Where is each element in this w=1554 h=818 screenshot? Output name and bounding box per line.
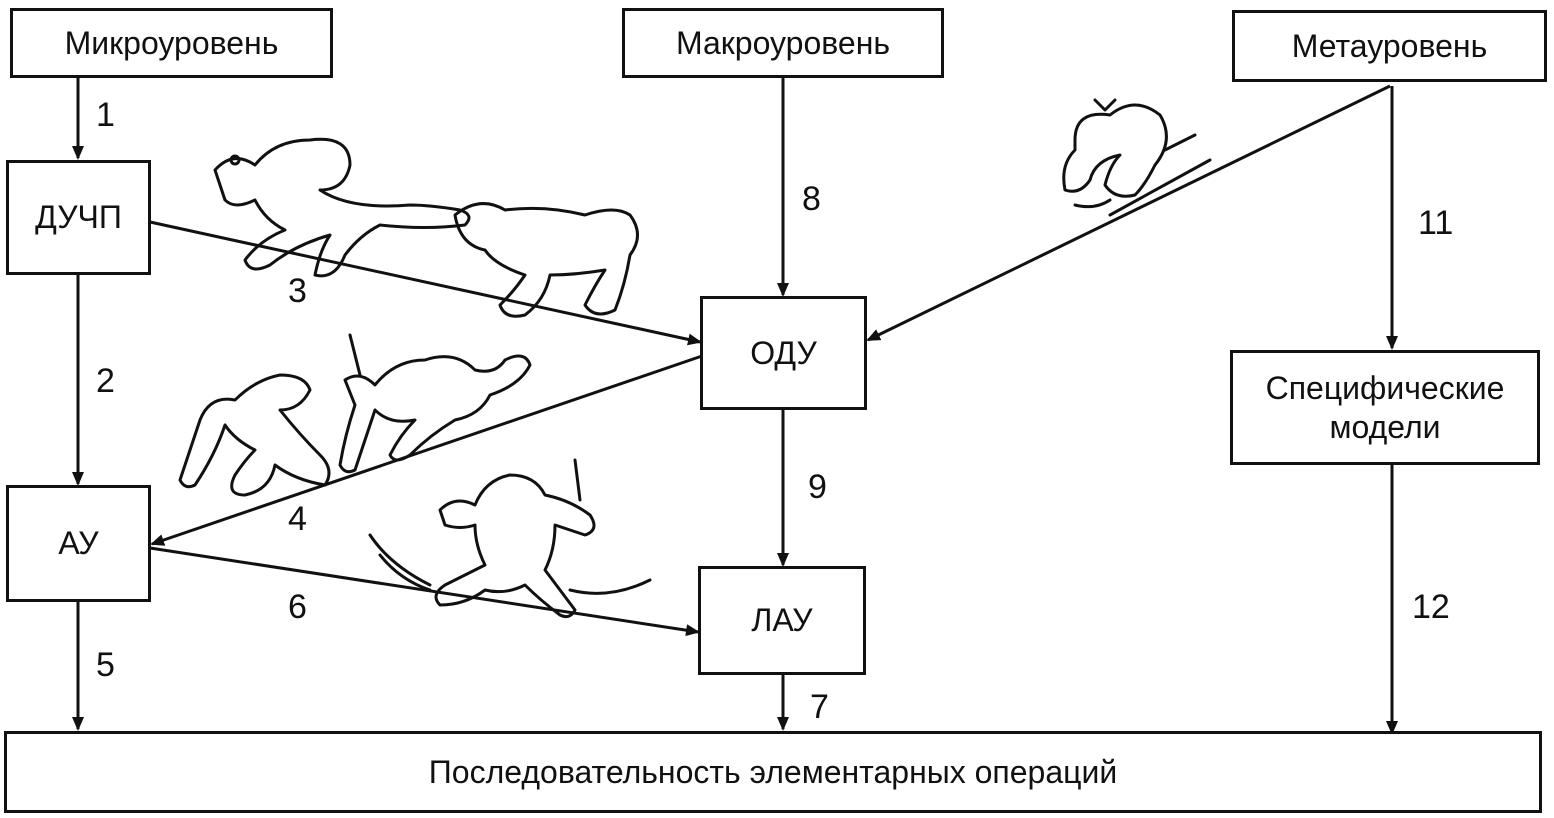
au-box: АУ bbox=[6, 485, 151, 602]
arrow-4 bbox=[150, 354, 703, 546]
arrow-label-8: 8 bbox=[802, 180, 821, 218]
arrow-10 bbox=[866, 84, 1391, 342]
sketch-pointing-figure bbox=[213, 137, 471, 278]
arrow-3 bbox=[149, 220, 702, 346]
sketch-runner-torch bbox=[338, 333, 532, 474]
specific-models-box: Специфические модели bbox=[1230, 350, 1540, 465]
sketch-skier bbox=[1062, 98, 1212, 217]
macro-level-box: Макроуровень bbox=[622, 8, 944, 78]
arrow-label-5: 5 bbox=[96, 646, 115, 684]
arrow-label-11: 11 bbox=[1418, 204, 1454, 242]
arrow-label-12: 12 bbox=[1412, 588, 1450, 626]
lau-box: ЛАУ bbox=[698, 566, 866, 675]
arrow-label-4: 4 bbox=[288, 500, 307, 538]
duchp-box: ДУЧП bbox=[6, 160, 151, 275]
sketch-monkey-figure bbox=[453, 202, 639, 318]
arrow-label-9: 9 bbox=[808, 468, 827, 506]
arrow-label-6: 6 bbox=[288, 588, 307, 626]
sequence-box: Последовательность элементарных операций bbox=[4, 731, 1542, 813]
arrow-label-3: 3 bbox=[288, 272, 307, 310]
sketch-runner-left bbox=[178, 373, 331, 497]
meta-level-box: Метауровень bbox=[1232, 10, 1547, 82]
arrow-label-1: 1 bbox=[96, 96, 115, 134]
sketch-jumper bbox=[368, 458, 652, 619]
micro-level-box: Микроуровень bbox=[10, 8, 333, 78]
odu-box: ОДУ bbox=[700, 296, 867, 410]
arrow-label-7: 7 bbox=[810, 688, 829, 726]
arrow-label-2: 2 bbox=[96, 362, 115, 400]
arrow-6 bbox=[149, 546, 700, 637]
